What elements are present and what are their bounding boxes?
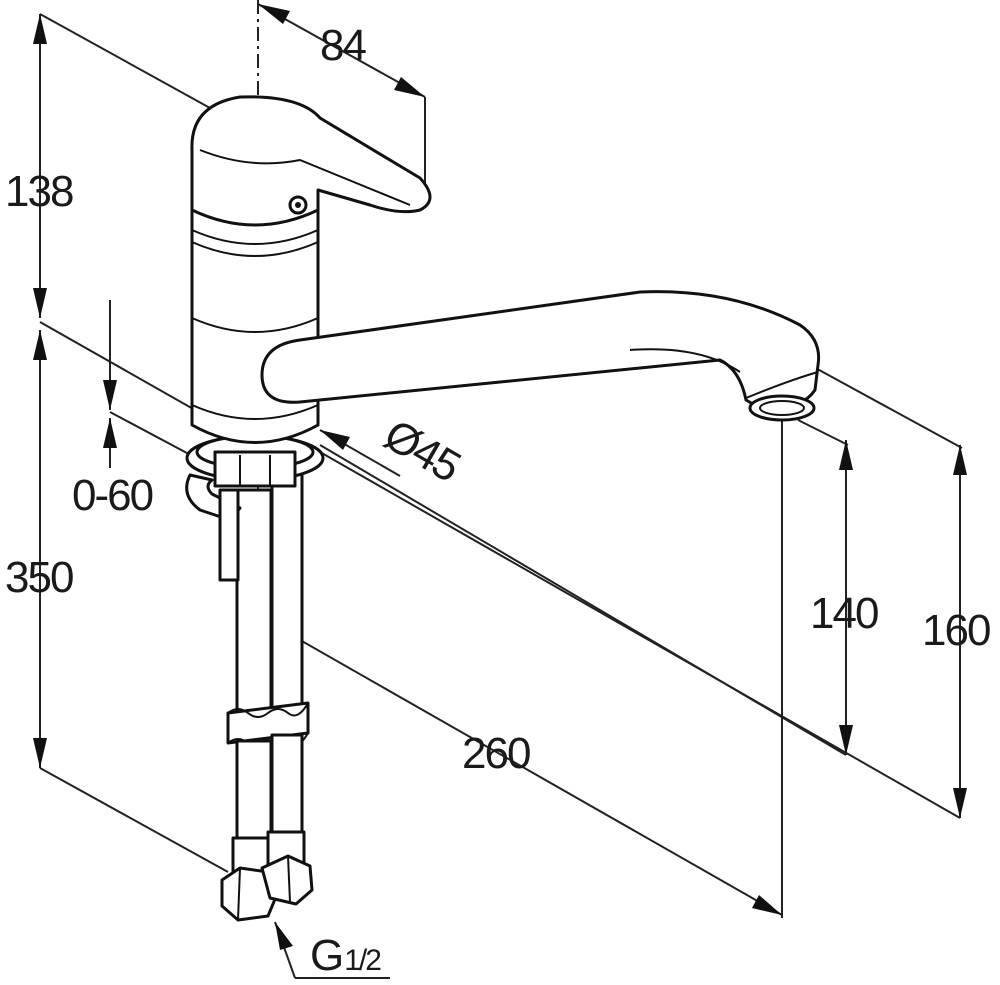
dim-handle-height: 138 xyxy=(5,167,73,216)
dim-connection-sub: 1/2 xyxy=(344,944,381,977)
dim-spout-clearance: 140 xyxy=(810,589,878,638)
dimension-lines xyxy=(33,0,967,979)
faucet-outline xyxy=(185,95,821,922)
dim-spout-height: 160 xyxy=(922,606,990,655)
dimension-labels: 138 84 Ø45 0-60 350 260 140 160 G1/2 xyxy=(5,21,992,980)
dim-handle-length: 84 xyxy=(320,21,366,70)
dim-connection-main: G xyxy=(310,931,342,980)
dim-body-diameter: Ø45 xyxy=(376,410,468,491)
dim-spout-reach: 260 xyxy=(462,729,530,778)
dim-connection-thread: G1/2 xyxy=(310,931,381,980)
dim-worktop-thickness: 0-60 xyxy=(72,471,153,520)
dim-hose-length: 350 xyxy=(5,553,73,602)
